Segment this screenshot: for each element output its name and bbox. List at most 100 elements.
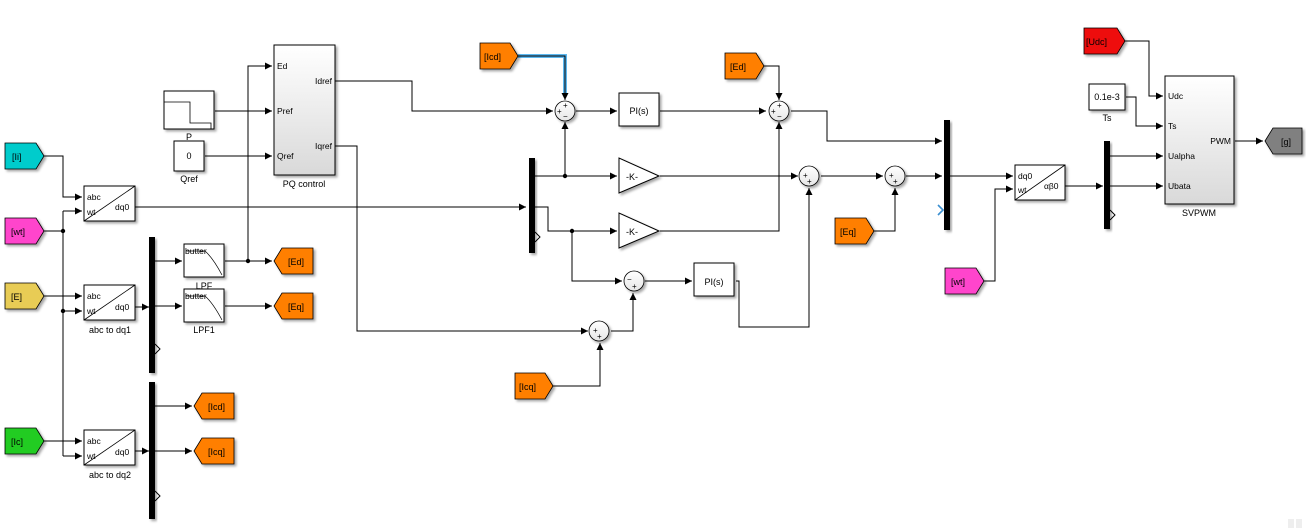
from-tag-ii[interactable]: [Ii] [4, 142, 45, 170]
step-p-block[interactable]: P [163, 90, 215, 142]
from-tag-wt-left[interactable]: [wt] [4, 217, 45, 245]
port-label: wt [86, 306, 96, 316]
port-label: wt [86, 451, 96, 461]
block-name: abc to dq1 [89, 325, 131, 335]
dq0-to-alphabeta0-block[interactable]: dq0 wt αβ0 [1014, 164, 1066, 201]
gain-block-2[interactable]: -K- [618, 212, 661, 249]
wire-iq[interactable] [535, 206, 617, 235]
goto-tag-ed[interactable]: [Ed] [273, 247, 314, 275]
wire-ts[interactable] [1126, 96, 1163, 130]
abc-to-dq1-block[interactable]: abc wt dq0 abc to dq1 [83, 284, 136, 335]
gain-text: -K- [626, 227, 638, 237]
wire-iq-fb[interactable] [571, 231, 622, 285]
from-tag-icd[interactable]: [Icd] [479, 42, 519, 70]
port-label: Pref [277, 106, 293, 116]
wire-eq-ff[interactable] [874, 188, 899, 232]
demux-icdq[interactable] [149, 382, 161, 519]
demux-valphabeta[interactable] [1104, 141, 1116, 229]
sum-sign: + [777, 101, 782, 110]
sum-q-err[interactable]: − + [623, 270, 645, 292]
from-tag-e[interactable]: [E] [4, 282, 45, 310]
wire-icd-selected-highlight[interactable] [518, 54, 567, 96]
qref-constant[interactable]: 0 Qref [173, 140, 205, 184]
from-tag-ed[interactable]: [Ed] [724, 52, 765, 80]
tag-label: [wt] [11, 227, 25, 237]
wire-iq-ref-total[interactable] [611, 293, 637, 332]
goto-tag-icd[interactable]: [Icd] [193, 392, 235, 420]
wire-pi-q-out[interactable] [736, 188, 813, 328]
lpf1-block[interactable]: butter LPF1 [183, 288, 225, 335]
wire-ii[interactable] [44, 155, 82, 201]
block-name: PQ control [283, 179, 326, 189]
goto-tag-eq[interactable]: [Eq] [273, 292, 314, 320]
sum-sign: + [597, 332, 602, 341]
sum-vq-2[interactable]: + + [884, 165, 906, 187]
lpf-block[interactable]: butter LPF [183, 243, 225, 291]
port-label: wt [1017, 185, 1027, 195]
demux-idq[interactable] [529, 158, 541, 253]
branch-point [60, 308, 66, 314]
pi-controller-d[interactable]: PI(s) [618, 92, 660, 127]
sum-vd[interactable]: + + − [768, 100, 790, 122]
block-name: LPF1 [193, 325, 215, 335]
block-name: Ts [1103, 113, 1113, 123]
from-tag-udc[interactable]: [Udc] [1083, 27, 1126, 55]
mux-vdq[interactable] [937, 120, 950, 230]
port-label: abc [87, 291, 101, 301]
from-tag-icq[interactable]: [Icq] [514, 372, 554, 400]
from-tag-wt-right[interactable]: [wt] [944, 267, 985, 295]
sum-sign: + [807, 177, 812, 186]
wire-icq-ff[interactable] [553, 343, 604, 387]
block-name: Qref [180, 174, 198, 184]
wire-wt-right[interactable] [984, 185, 1013, 282]
wire-vd[interactable] [791, 110, 942, 145]
block-name: SVPWM [1182, 208, 1216, 218]
tag-label: [Icd] [484, 52, 501, 62]
from-tag-ic[interactable]: [Ic] [4, 427, 45, 455]
port-label: Qref [277, 151, 294, 161]
port-label: Ualpha [1168, 151, 1195, 161]
branch-point [60, 228, 66, 234]
ts-constant[interactable]: 0.1e-3 Ts [1088, 83, 1126, 123]
resize-grip[interactable] [1288, 519, 1302, 528]
goto-tag-icq[interactable]: [Icq] [193, 437, 235, 465]
sum-sign: + [563, 101, 568, 110]
sum-iq[interactable]: + + [588, 320, 610, 342]
wire-iqref[interactable] [335, 145, 588, 335]
tag-label: [Ed] [730, 62, 746, 72]
pq-control-subsystem[interactable]: Ed Pref Qref Idref Iqref PQ control [273, 44, 336, 189]
wire-ed-ff[interactable] [764, 65, 783, 100]
gain-block-1[interactable]: -K- [618, 157, 661, 194]
tag-label: [Icd] [208, 402, 225, 412]
port-label: Ed [277, 61, 288, 71]
from-tag-eq[interactable]: [Eq] [834, 217, 875, 245]
pi-controller-q[interactable]: PI(s) [693, 262, 735, 297]
sum-vq-1[interactable]: + + [798, 165, 820, 187]
wire-udc[interactable] [1125, 40, 1163, 100]
sum-sign: + [889, 171, 894, 180]
port-label: dq0 [115, 447, 129, 457]
wire-idref[interactable] [335, 80, 553, 115]
port-label: Idref [315, 76, 333, 86]
wire-ed-pq[interactable] [247, 62, 272, 261]
sum-sign: − [777, 112, 782, 121]
demux-edq[interactable] [149, 237, 161, 373]
svpwm-subsystem[interactable]: Udc Ts Ualpha Ubata PWM SVPWM [1164, 75, 1235, 218]
goto-tag-g[interactable]: [g] [1264, 127, 1303, 155]
abc-to-dq0-block[interactable]: abc wt dq0 [83, 185, 136, 222]
tag-label: [Icq] [208, 447, 225, 457]
sum-d[interactable]: + + − [554, 100, 576, 122]
abc-to-dq2-block[interactable]: abc wt dq0 abc to dq2 [83, 429, 136, 480]
port-label: αβ0 [1044, 181, 1059, 191]
port-label: Ts [1168, 121, 1177, 131]
port-label: dq0 [115, 302, 129, 312]
wire-gain2-out[interactable] [660, 122, 783, 232]
wire-icd-selected[interactable] [518, 55, 569, 100]
sum-sign: + [771, 107, 776, 116]
tag-label: [wt] [951, 277, 965, 287]
block-name: abc to dq2 [89, 470, 131, 480]
tag-label: [Icq] [519, 382, 536, 392]
tag-label: [Ii] [12, 152, 22, 162]
port-label: Ubata [1168, 181, 1191, 191]
